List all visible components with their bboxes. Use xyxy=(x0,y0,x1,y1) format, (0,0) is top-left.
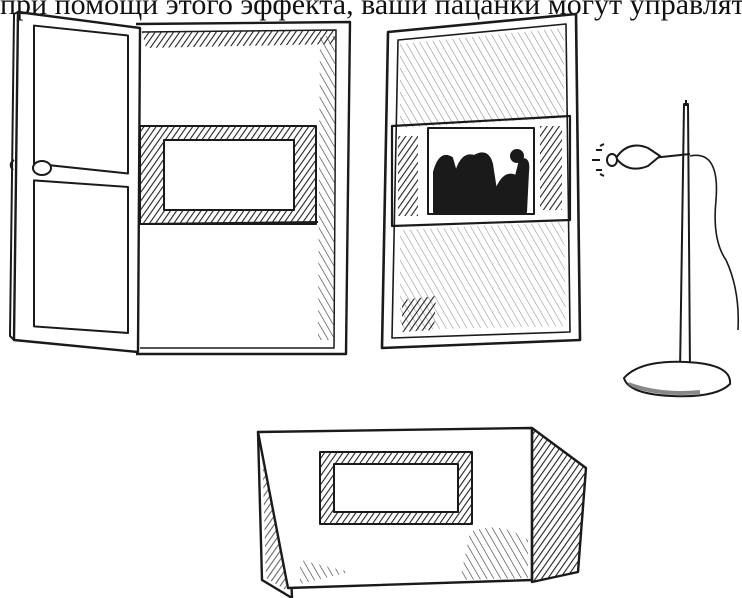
lamp-cord xyxy=(690,155,738,330)
door-lower-panel xyxy=(34,180,128,333)
triptych-frame-opening xyxy=(334,464,458,512)
door-knob xyxy=(33,161,51,175)
lamp-pole xyxy=(680,104,690,372)
open-door-illustration xyxy=(10,12,350,354)
door-window-pane xyxy=(164,140,294,210)
window-frame-illustration xyxy=(382,14,580,348)
door-upper-panel xyxy=(34,26,128,174)
lamp-shade xyxy=(616,146,660,169)
triptych-board-illustration xyxy=(258,428,586,598)
triptych-right-flap xyxy=(532,428,586,582)
desk-lamp-illustration xyxy=(592,100,738,396)
door-leaf xyxy=(14,12,140,352)
